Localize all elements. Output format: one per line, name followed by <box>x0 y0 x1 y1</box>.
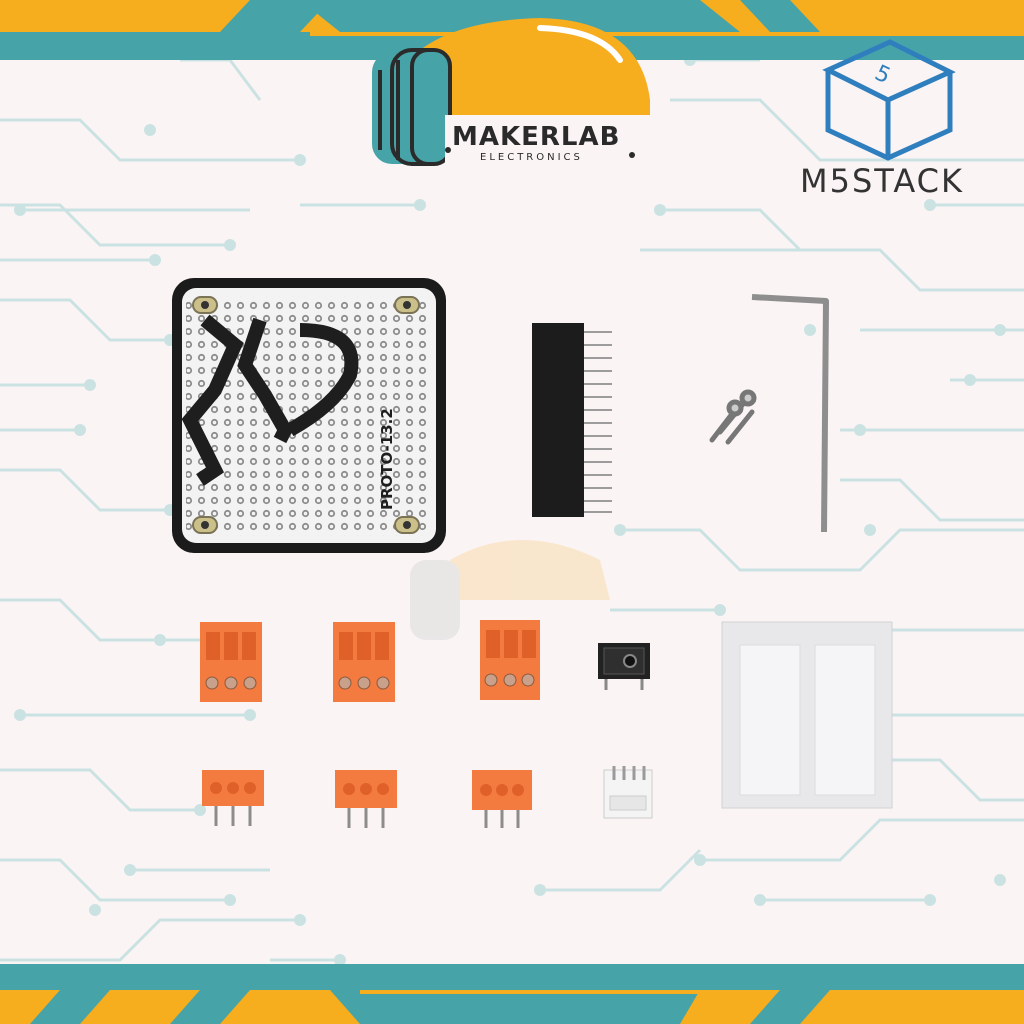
m5stack-cube-mark: 5 <box>871 61 894 90</box>
adhesive-pads <box>721 621 893 809</box>
circuit-background <box>0 58 1024 962</box>
screw-terminal-3 <box>480 620 540 700</box>
screw-terminal-2 <box>333 622 395 702</box>
watermark-logo <box>410 540 610 640</box>
terminal-plug-3 <box>472 770 532 828</box>
proto-board: PROTO-13.2 <box>172 278 446 553</box>
screw-terminal-1 <box>200 622 262 702</box>
m5stack-logo: 5 M5STACK <box>800 39 964 200</box>
board-silkscreen: PROTO-13.2 <box>378 408 396 510</box>
circuit-nodes <box>14 54 1006 966</box>
makerlab-logo: MAKERLAB ELECTRONICS <box>372 18 650 166</box>
terminal-plug-2 <box>335 770 397 828</box>
dc-jack <box>598 643 650 690</box>
makerlab-subtitle: ELECTRONICS <box>480 152 583 163</box>
pin-header <box>532 323 612 517</box>
makerlab-title: MAKERLAB <box>452 122 620 152</box>
grove-connector <box>603 766 653 819</box>
hex-key <box>751 294 829 533</box>
m5stack-name: M5STACK <box>800 162 964 200</box>
terminal-plug-1 <box>202 770 264 826</box>
bottom-band <box>0 964 1024 1024</box>
screws <box>709 389 757 445</box>
